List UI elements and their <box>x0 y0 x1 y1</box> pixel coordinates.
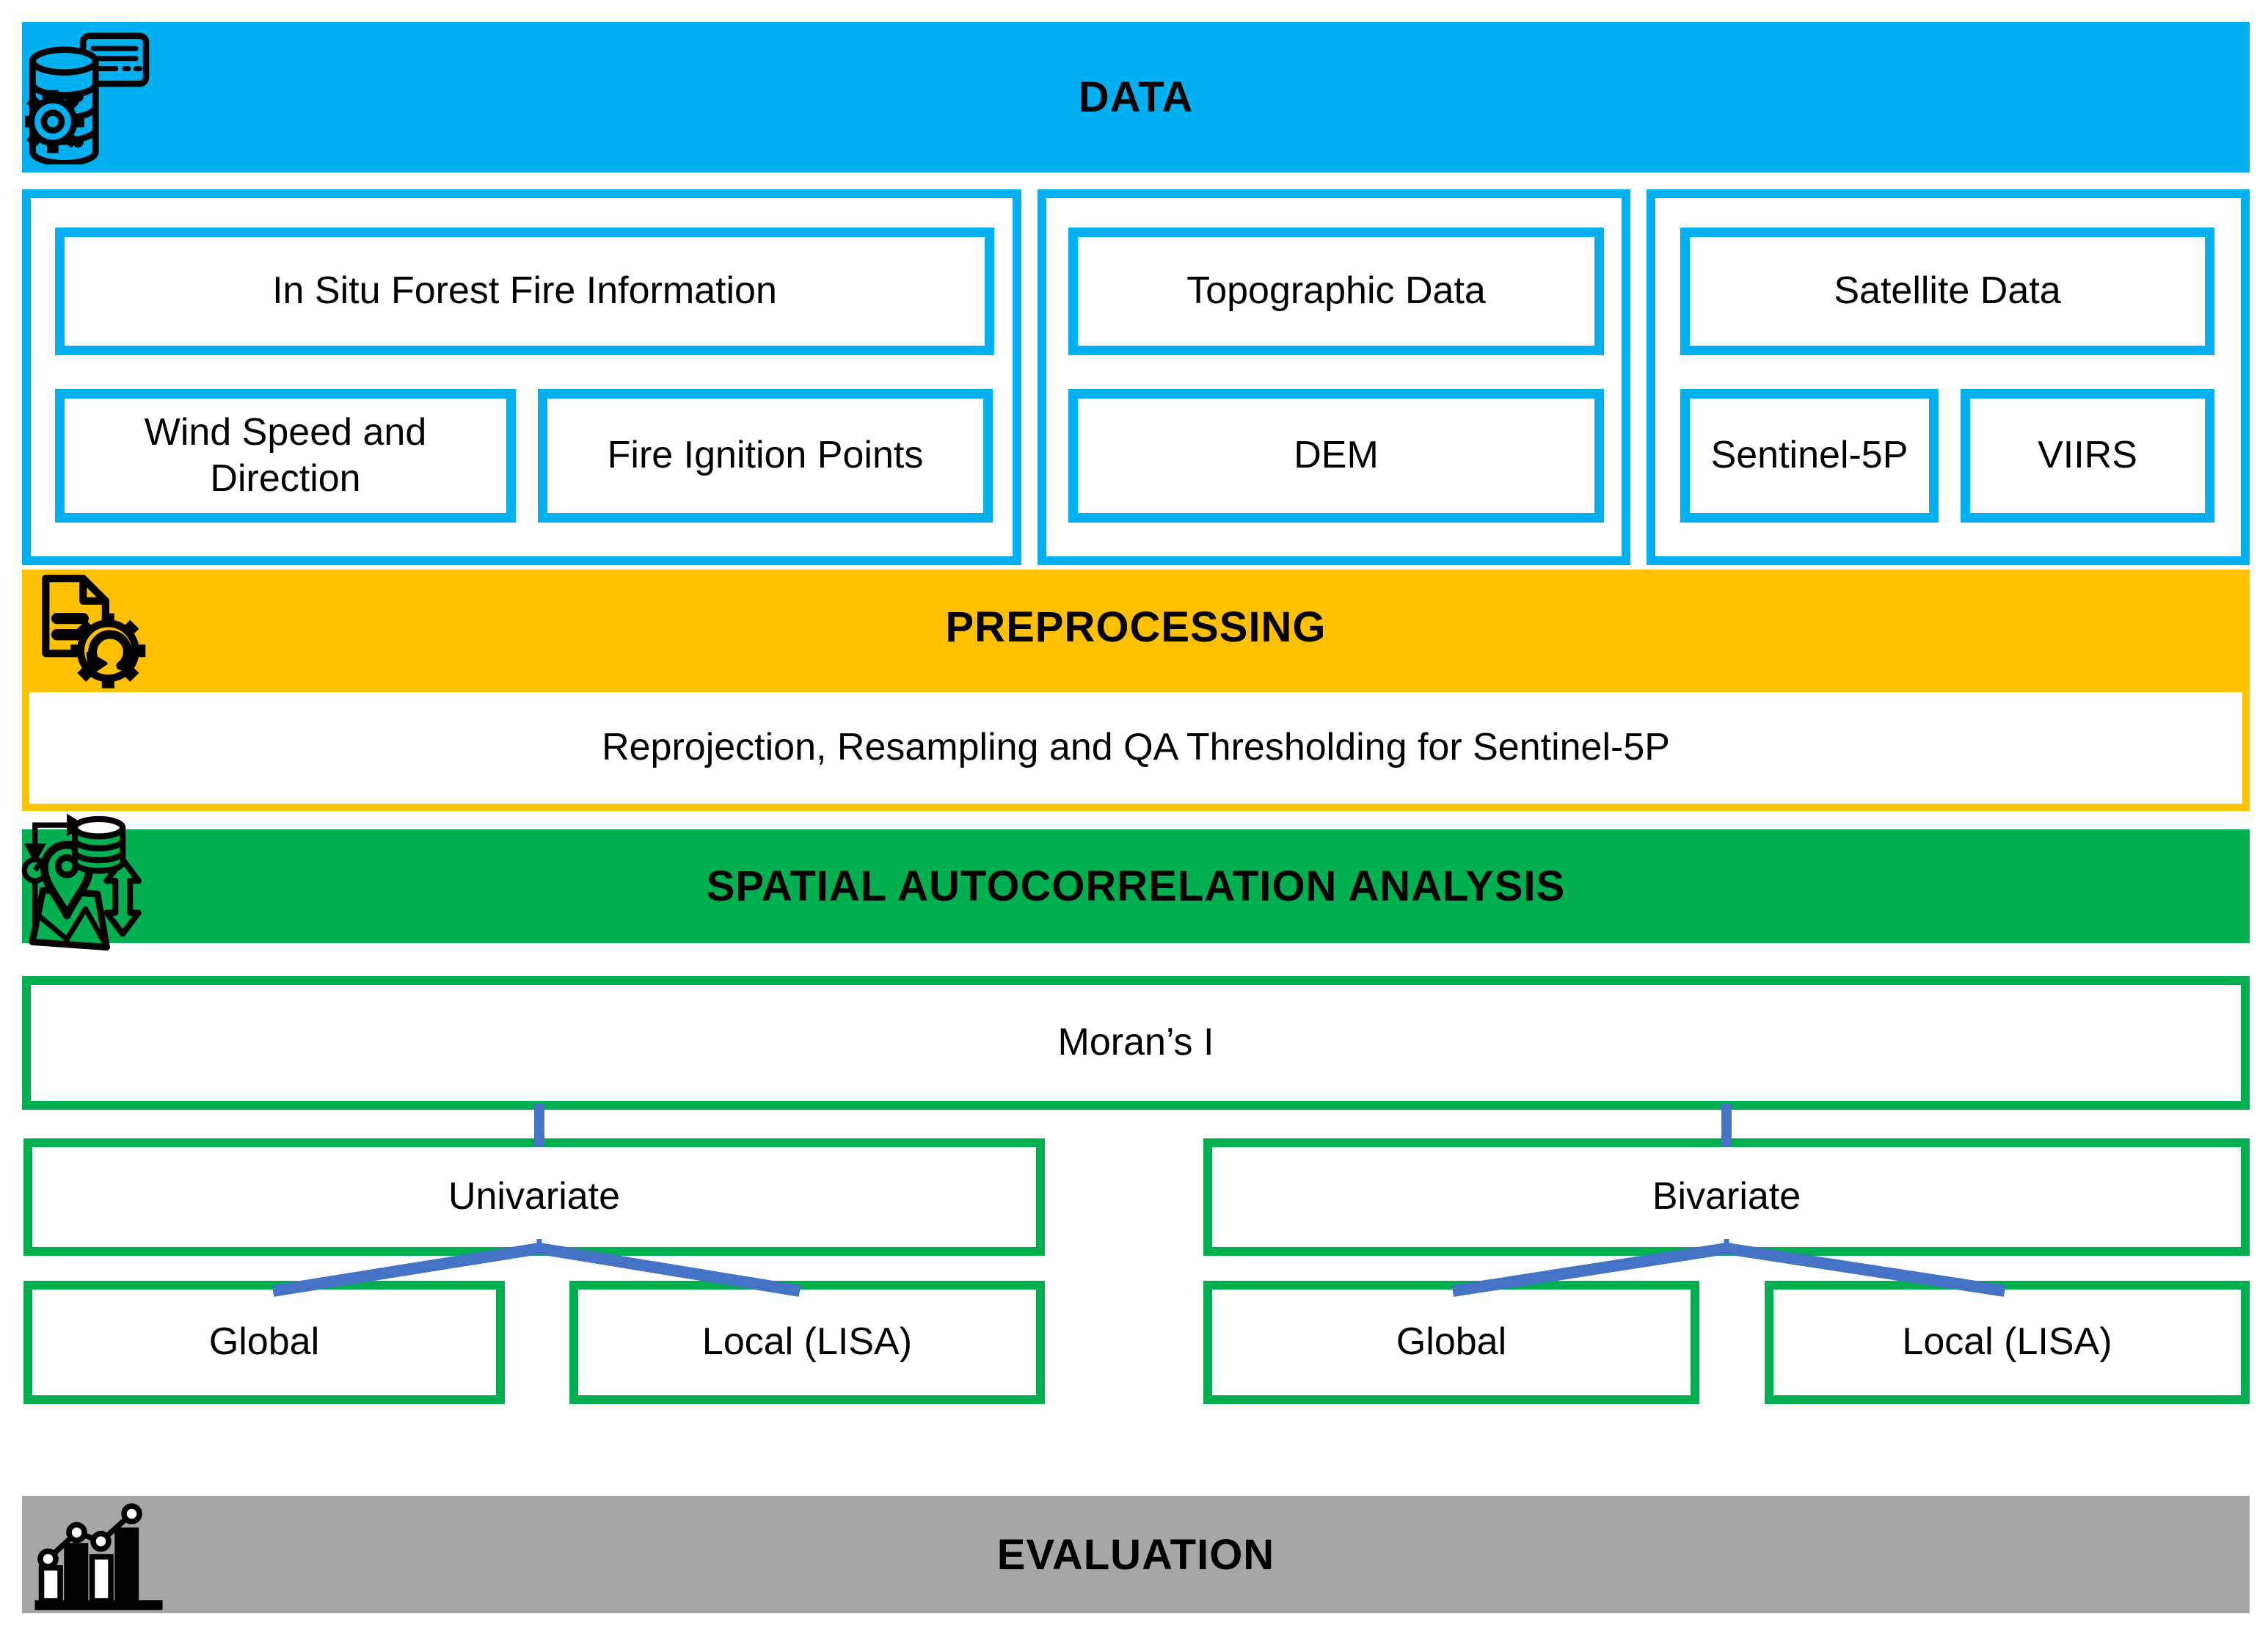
box-in-situ-forest-fire-information: In Situ Forest Fire Information <box>55 228 994 355</box>
box-label: Topographic Data <box>1186 269 1486 313</box>
preprocessing-section-title: PREPROCESSING <box>945 603 1327 651</box>
box-label: In Situ Forest Fire Information <box>272 269 777 313</box>
data-section-title: DATA <box>1078 73 1194 121</box>
box-label: VIIRS <box>2038 434 2137 477</box>
box-sentinel-5p: Sentinel-5P <box>1680 389 1939 523</box>
box-univariate: Univariate <box>23 1138 1045 1256</box>
box-wind-speed-direction: Wind Speed and Direction <box>55 389 516 523</box>
box-label: Local (LISA) <box>701 1320 913 1364</box>
document-gear-icon <box>26 571 155 696</box>
spatial-section-title: SPATIAL AUTOCORRELATION ANALYSIS <box>706 862 1566 910</box>
box-fire-ignition-points: Fire Ignition Points <box>538 389 993 523</box>
box-morans-i: Moran’s I <box>22 976 2250 1110</box>
box-univariate-global: Global <box>23 1281 505 1404</box>
box-label: Reprojection, Resampling and QA Threshol… <box>602 726 1670 769</box>
preprocessing-section-header: PREPROCESSING <box>22 570 2250 685</box>
spatial-section-header: SPATIAL AUTOCORRELATION ANALYSIS <box>22 829 2250 943</box>
box-bivariate-global: Global <box>1203 1281 1699 1404</box>
box-satellite-data: Satellite Data <box>1680 228 2214 355</box>
box-reprojection-resampling: Reprojection, Resampling and QA Threshol… <box>22 685 2250 811</box>
box-dem: DEM <box>1068 389 1604 523</box>
database-gear-icon <box>25 31 151 164</box>
box-bivariate: Bivariate <box>1203 1138 2250 1256</box>
box-label: Fire Ignition Points <box>607 434 924 477</box>
box-label: Bivariate <box>1652 1175 1801 1218</box>
box-label: Moran’s I <box>1057 1021 1214 1064</box>
data-section-header: DATA <box>22 22 2250 172</box>
box-label: Local (LISA) <box>1902 1320 2112 1364</box>
box-label: Wind Speed and Direction <box>144 410 427 500</box>
map-pin-database-icon <box>18 812 153 951</box>
box-label: Global <box>208 1320 320 1364</box>
box-topographic-data: Topographic Data <box>1068 228 1604 355</box>
box-label: Univariate <box>448 1175 621 1218</box>
evaluation-section-header: EVALUATION <box>22 1496 2250 1613</box>
box-viirs: VIIRS <box>1961 389 2214 523</box>
box-label: Global <box>1396 1320 1507 1364</box>
box-univariate-local-lisa: Local (LISA) <box>569 1281 1045 1404</box>
evaluation-section-title: EVALUATION <box>996 1530 1275 1579</box>
bar-line-chart-icon <box>31 1502 189 1612</box>
box-label: DEM <box>1294 434 1379 477</box>
box-bivariate-local-lisa: Local (LISA) <box>1765 1281 2250 1404</box>
box-label: Sentinel-5P <box>1710 434 1908 477</box>
box-label: Satellite Data <box>1834 269 2061 313</box>
